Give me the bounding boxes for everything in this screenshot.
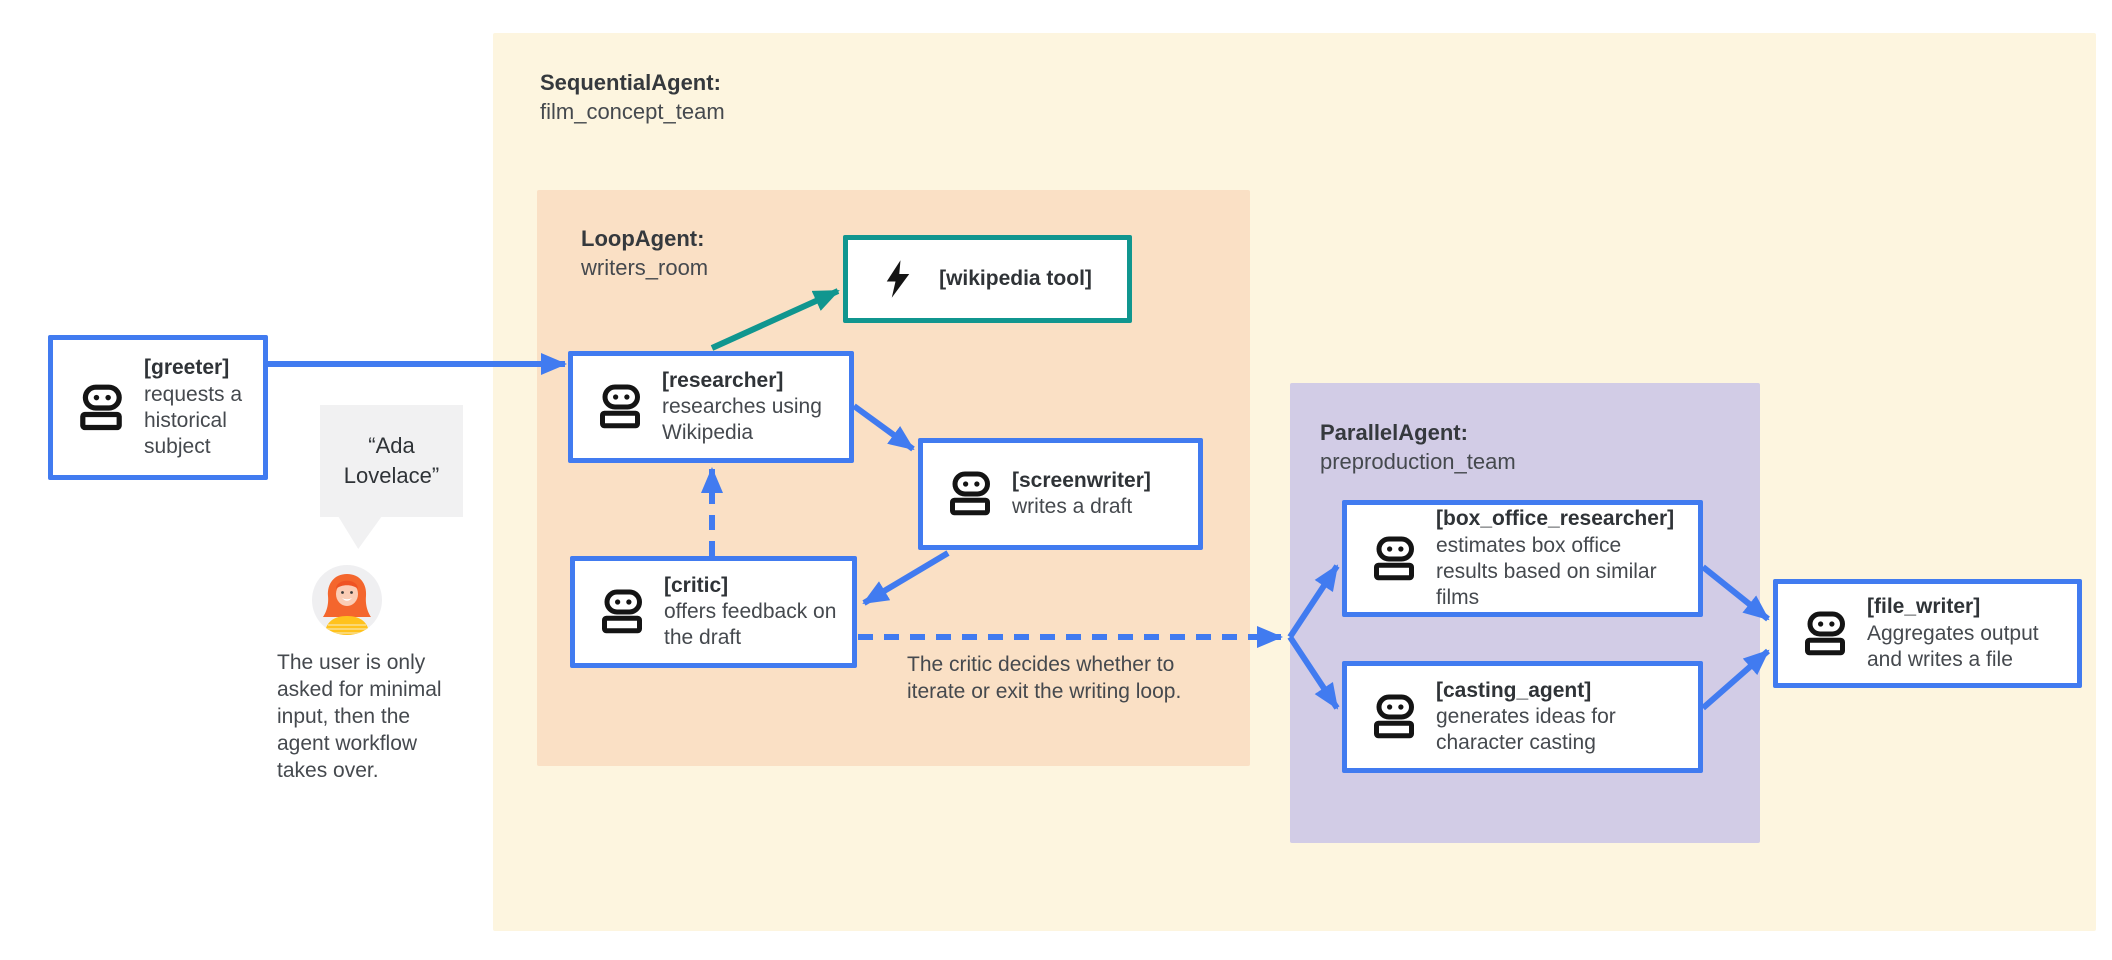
speech-bubble-tail: [338, 516, 382, 549]
node-casting-agent-name: [casting_agent]: [1436, 678, 1592, 702]
parallel-agent-label: ParallelAgent: preproduction_team: [1320, 418, 1516, 476]
robot-icon: [597, 587, 647, 637]
node-researcher: [researcher] researches using Wikipedia: [568, 351, 854, 463]
node-file-writer: [file_writer] Aggregates output and writ…: [1773, 579, 2082, 688]
sequential-agent-name: film_concept_team: [540, 99, 725, 125]
node-greeter-name: [greeter]: [144, 356, 230, 380]
node-greeter-desc: requests a historical subject: [144, 382, 243, 458]
lightning-bolt-icon: [883, 258, 913, 300]
loop-agent-name: writers_room: [581, 255, 709, 281]
node-casting-agent-desc: generates ideas for character casting: [1436, 705, 1616, 755]
node-wikipedia-tool: [wikipedia tool]: [843, 235, 1132, 323]
parallel-agent-name: preproduction_team: [1320, 449, 1516, 475]
loop-agent-label: LoopAgent: writers_room: [581, 224, 708, 282]
robot-icon: [595, 382, 645, 432]
node-file-writer-name: [file_writer]: [1867, 595, 1981, 619]
robot-icon: [1369, 692, 1419, 742]
sequential-agent-label: SequentialAgent: film_concept_team: [540, 68, 725, 126]
robot-icon: [75, 382, 127, 434]
node-researcher-desc: researches using Wikipedia: [662, 395, 822, 445]
node-screenwriter-name: [screenwriter]: [1012, 468, 1151, 492]
user-note: The user is only asked for minimal input…: [277, 651, 442, 782]
parallel-agent-title: ParallelAgent:: [1320, 420, 1468, 445]
robot-icon: [945, 469, 995, 519]
node-critic: [critic] offers feedback on the draft: [570, 556, 857, 668]
node-greeter: [greeter] requests a historical subject: [48, 335, 268, 480]
node-box-office-researcher-desc: estimates box office results based on si…: [1436, 533, 1657, 609]
node-screenwriter-desc: writes a draft: [1012, 495, 1133, 519]
user-input-text: “Ada Lovelace”: [343, 433, 440, 488]
robot-icon: [1800, 609, 1850, 659]
node-casting-agent: [casting_agent] generates ideas for char…: [1342, 661, 1703, 773]
node-critic-name: [critic]: [664, 573, 729, 597]
loop-agent-title: LoopAgent:: [581, 226, 705, 251]
user-speech-bubble: “Ada Lovelace”: [320, 405, 463, 517]
node-wikipedia-tool-name: [wikipedia tool]: [939, 266, 1092, 290]
robot-icon: [1369, 534, 1419, 584]
node-box-office-researcher: [box_office_researcher] estimates box of…: [1342, 500, 1703, 617]
woman-avatar: [312, 565, 382, 635]
node-screenwriter: [screenwriter] writes a draft: [918, 438, 1203, 550]
sequential-agent-title: SequentialAgent:: [540, 70, 721, 95]
critic-note: The critic decides whether to iterate or…: [907, 653, 1182, 703]
node-researcher-name: [researcher]: [662, 368, 784, 392]
node-file-writer-desc: Aggregates output and writes a file: [1867, 621, 2039, 671]
node-box-office-researcher-name: [box_office_researcher]: [1436, 507, 1675, 531]
node-critic-desc: offers feedback on the draft: [664, 600, 837, 650]
